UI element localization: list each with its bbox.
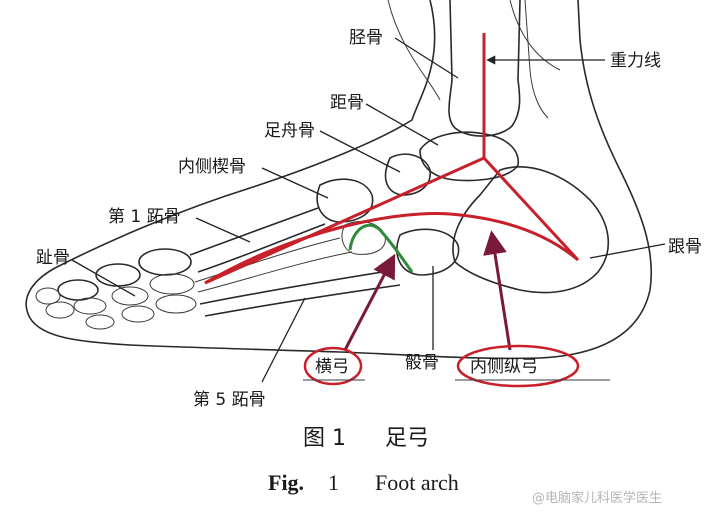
navicular-bone (384, 153, 431, 196)
label-talus: 距骨 (330, 93, 364, 113)
medial-arch-curve (204, 212, 579, 285)
transverse-arch-arrow (343, 253, 396, 351)
caption-cn-fig: 图 1 (303, 426, 346, 451)
watermark: @电脑家儿科医学医生 (532, 490, 662, 506)
label-first-metatarsal: 第 1 跖骨 (108, 207, 181, 227)
anatomy-labels: 胫骨 重力线 距骨 足舟骨 内侧楔骨 第 1 跖骨 趾骨 跟骨 横弓 骰骨 内侧… (36, 28, 702, 410)
label-transverse-arch: 横弓 (315, 357, 349, 377)
figure-caption: 图 1 足弓 Fig. 1 Foot arch (268, 426, 459, 495)
transverse-arch-ellipse (303, 346, 363, 386)
caption-cn-title: 足弓 (385, 426, 429, 451)
label-medial-longitudinal-arch: 内侧纵弓 (470, 357, 538, 377)
label-calcaneus: 跟骨 (668, 237, 702, 257)
skin-outline (25, 0, 653, 360)
calcaneus-bone (452, 166, 610, 294)
label-gravity-line: 重力线 (610, 51, 661, 71)
medial-arch-forefoot-line (204, 156, 485, 285)
label-cuboid: 骰骨 (405, 353, 439, 373)
label-navicular: 足舟骨 (264, 121, 315, 141)
talus-bone (419, 131, 519, 182)
cuboid-bone (396, 228, 460, 276)
phalanges-bones (35, 248, 197, 330)
foot-illustration (25, 0, 653, 360)
fifth-metatarsal-bone (199, 269, 401, 317)
caption-en-title: Foot arch (375, 470, 459, 495)
medial-cuneiform-bone (316, 178, 374, 223)
leader-lines (71, 37, 666, 383)
medial-arch-heel-line (482, 156, 580, 262)
caption-en-fig: Fig. (268, 470, 304, 495)
label-tibia: 胫骨 (349, 28, 383, 48)
medial-arch-arrow (483, 230, 512, 351)
arch-lines (204, 33, 580, 285)
medial-arch-ellipse (456, 344, 580, 388)
label-medial-cuneiform: 内侧楔骨 (178, 157, 246, 177)
transverse-arch-marker (348, 223, 414, 273)
label-fifth-metatarsal: 第 5 跖骨 (193, 390, 266, 410)
label-phalanges: 趾骨 (36, 248, 70, 268)
first-metatarsal-bone (189, 207, 326, 273)
caption-en-num: 1 (328, 470, 339, 495)
